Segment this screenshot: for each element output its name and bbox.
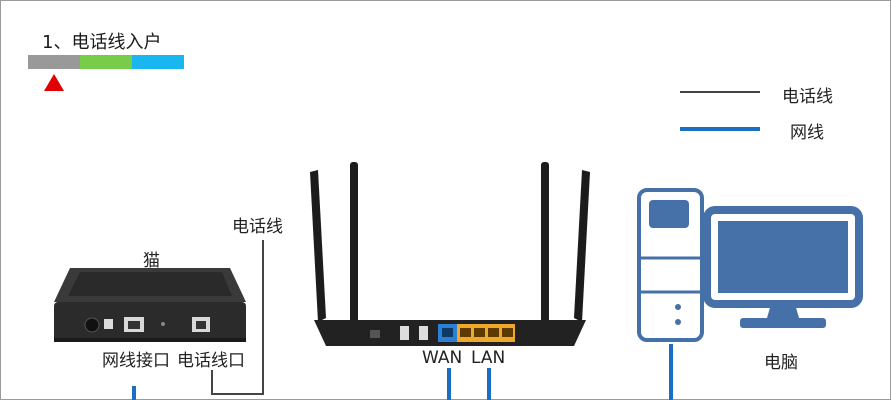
lan-label: LAN bbox=[471, 348, 506, 368]
legend-net-label: 网线 bbox=[790, 123, 824, 143]
progress-marker-icon bbox=[44, 74, 64, 91]
modem-phone-port-label: 电话线口 bbox=[177, 351, 245, 371]
phone-line-connector bbox=[211, 240, 264, 395]
monitor-icon bbox=[703, 206, 863, 328]
modem-icon bbox=[54, 268, 246, 342]
computer-label: 电脑 bbox=[764, 353, 798, 373]
wan-label: WAN bbox=[422, 348, 463, 368]
phone-line-label: 电话线 bbox=[232, 217, 283, 237]
legend-phone-label: 电话线 bbox=[782, 87, 833, 107]
step-title: 1、电话线入户 bbox=[42, 32, 162, 53]
modem-label: 猫 bbox=[143, 251, 160, 271]
progress-segment-blue bbox=[132, 55, 184, 69]
legend-net-line bbox=[680, 127, 760, 131]
modem-net-port-label: 网线接口 bbox=[102, 351, 170, 371]
progress-segment-green bbox=[80, 55, 132, 69]
progress-segment-gray bbox=[28, 55, 80, 69]
computer-tower-icon bbox=[637, 188, 704, 342]
legend-phone-line bbox=[680, 91, 760, 93]
router-icon bbox=[310, 162, 590, 346]
